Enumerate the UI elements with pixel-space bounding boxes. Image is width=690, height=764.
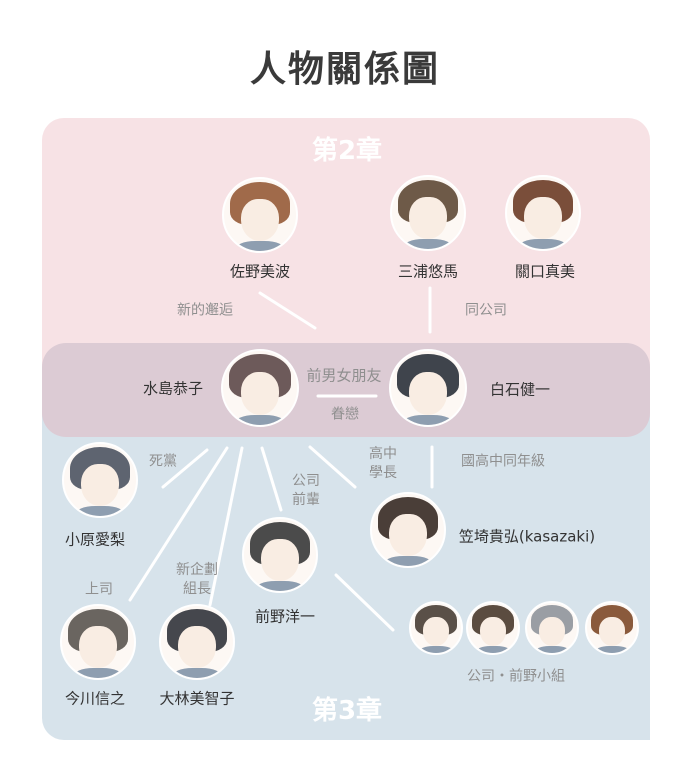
avatar-shiraishi — [389, 349, 467, 427]
avatar-ohara — [62, 442, 138, 518]
name-shiraishi: 白石健一 — [489, 380, 551, 399]
group-label: 公司・前野小組 — [467, 668, 565, 685]
avatar-kasazaki — [370, 492, 446, 568]
avatar-group-member — [585, 601, 639, 655]
avatar-imagawa — [60, 604, 136, 680]
avatar-sano — [222, 177, 298, 253]
avatar-mizushima — [221, 349, 299, 427]
line-maeno — [260, 446, 283, 512]
name-sekiguchi: 關口真美 — [514, 262, 576, 281]
line-imagawa — [128, 446, 229, 602]
name-miura: 三浦悠馬 — [397, 262, 459, 281]
avatar-miura — [390, 175, 466, 251]
avatar-sekiguchi — [505, 175, 581, 251]
name-maeno: 前野洋一 — [254, 607, 316, 626]
relation-new-encounter: 新的邂逅 — [177, 302, 233, 319]
name-sano: 佐野美波 — [229, 262, 291, 281]
name-ohara: 小原愛梨 — [64, 530, 126, 549]
chapter-3-panel — [42, 400, 650, 740]
name-kasazaki: 笠埼貴弘(kasazaki) — [458, 527, 596, 546]
avatar-group-member — [525, 601, 579, 655]
avatar-group-member — [409, 601, 463, 655]
line-kasazaki-senior — [308, 445, 357, 489]
relation-boss: 上司 — [85, 581, 113, 598]
avatar-obayashi — [159, 604, 235, 680]
chapter-3-label: 第3章 — [311, 696, 383, 726]
relation-high-school-senior: 高中學長 — [369, 446, 397, 481]
relation-new-project-leader: 新企劃組長 — [176, 562, 218, 597]
main-characters-band — [42, 343, 650, 437]
page-title: 人物關係圖 — [249, 49, 440, 90]
relation-classmate: 國高中同年級 — [461, 453, 545, 470]
name-obayashi: 大林美智子 — [159, 689, 235, 708]
relation-same-company: 同公司 — [465, 302, 507, 319]
name-mizushima: 水島恭子 — [142, 379, 204, 398]
relation-longing: 眷戀 — [331, 406, 359, 423]
line-obayashi — [208, 446, 244, 607]
relation-best-friend: 死黨 — [149, 453, 177, 470]
relation-ex-partners: 前男女朋友 — [306, 366, 382, 385]
relation-senior-colleague: 公司前輩 — [292, 473, 320, 508]
avatar-maeno — [242, 517, 318, 593]
chapter-2-label: 第2章 — [311, 136, 383, 166]
name-imagawa: 今川信之 — [64, 689, 126, 708]
line-ohara — [161, 448, 209, 489]
line-sano-mizushima — [258, 291, 317, 330]
avatar-group-member — [466, 601, 520, 655]
line-maeno-group — [334, 573, 395, 632]
